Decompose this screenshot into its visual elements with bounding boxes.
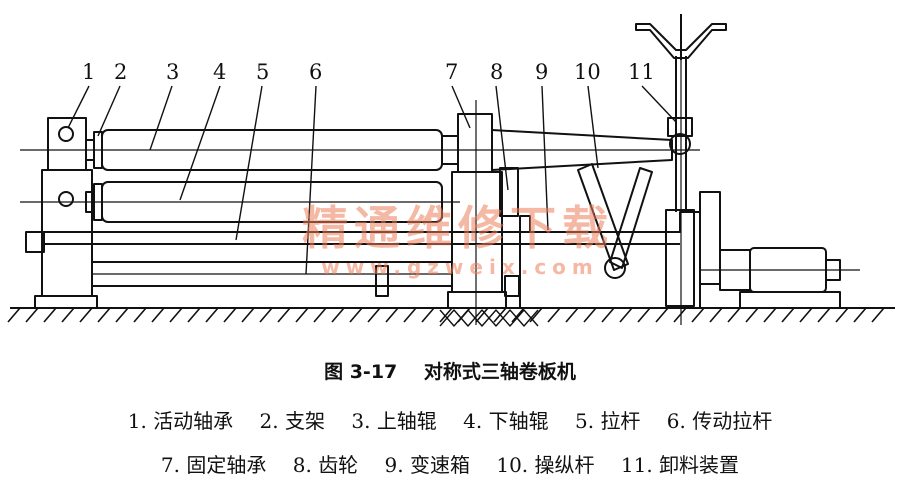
legend-item: 1. 活动轴承 [127, 409, 234, 433]
callout-6: 6 [309, 60, 323, 84]
legend-line-2: 7. 固定轴承 8. 齿轮 9. 变速箱 10. 操纵杆 11. 卸料装置 [0, 449, 900, 478]
figure-number: 图 3-17 [324, 361, 398, 383]
callout-9: 9 [535, 60, 549, 84]
legend-item: 9. 变速箱 [384, 453, 470, 477]
callout-11: 11 [628, 60, 655, 84]
callout-8: 8 [490, 60, 504, 84]
unloading-device [635, 14, 727, 325]
figure-title: 对称式三轴卷板机 [423, 361, 576, 383]
callout-3: 3 [166, 60, 180, 84]
callout-7: 7 [445, 60, 459, 84]
gearbox [519, 209, 701, 309]
figure-caption: 图 3-17 对称式三轴卷板机 [0, 357, 900, 384]
legend-item: 4. 下轴辊 [463, 409, 549, 433]
legend-item: 8. 齿轮 [292, 453, 359, 477]
lower-roll [20, 181, 460, 223]
callout-5: 5 [256, 60, 270, 84]
legend-item: 10. 操纵杆 [496, 453, 595, 477]
gear-and-motor [699, 191, 860, 309]
legend-item: 11. 卸料装置 [620, 453, 740, 477]
rolling-machine-drawing [7, 14, 895, 327]
callout-1: 1 [82, 60, 96, 84]
ground-hatching [7, 307, 895, 327]
callout-4: 4 [213, 60, 227, 84]
callout-10: 10 [574, 60, 601, 84]
legend-item: 2. 支架 [259, 409, 325, 433]
legend-item: 6. 传动拉杆 [666, 409, 773, 433]
watermark-url: www.gzweix.com [321, 255, 599, 279]
callout-leaders [67, 85, 677, 275]
callout-2: 2 [114, 60, 128, 84]
legend-item: 3. 上轴辊 [351, 409, 437, 433]
watermark-text: 精通维修下载 [302, 201, 614, 255]
legend-line-1: 1. 活动轴承 2. 支架 3. 上轴辊 4. 下轴辊 5. 拉杆 6. 传动拉… [0, 405, 900, 434]
legend-item: 5. 拉杆 [574, 409, 641, 433]
legend-item: 7. 固定轴承 [160, 453, 267, 477]
operating-lever [577, 163, 653, 279]
